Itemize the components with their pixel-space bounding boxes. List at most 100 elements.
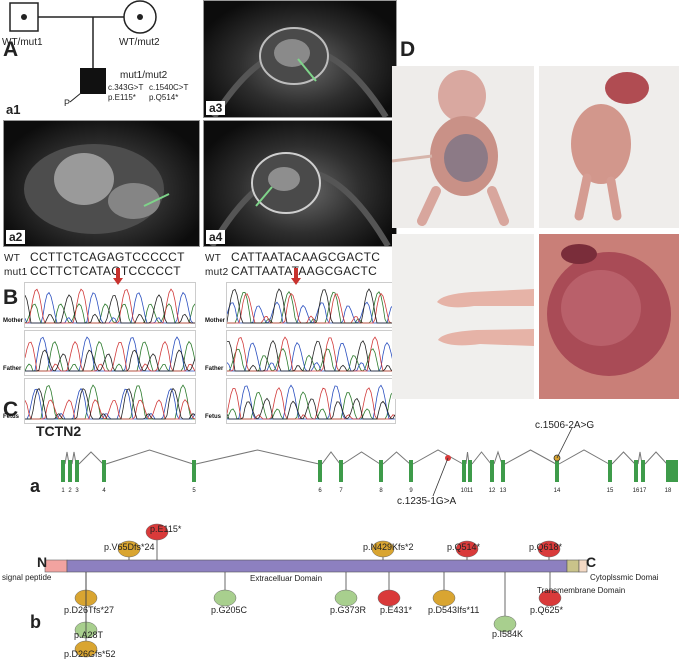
pedigree-proband-mark: P [64, 98, 71, 108]
chromatogram-right-father-label: Father [205, 366, 224, 372]
pedigree-father-carrier-dot [21, 14, 27, 20]
chromatogram-left-father-label: Father [3, 366, 22, 372]
exon-block [68, 460, 72, 482]
fetus-photo-kidney-graphic [547, 244, 671, 376]
pedigree-father-genotype: WT/mut1 [2, 37, 43, 48]
signal-peptide-label: signal peptide [2, 573, 52, 582]
exon-block [102, 460, 106, 482]
chromatogram-left-mother-label: Mother [3, 318, 23, 324]
chromatogram-trace-line [24, 291, 195, 324]
chromatogram-trace-line [227, 336, 395, 372]
chromatogram-left-fetus: Fetus [3, 378, 196, 424]
panel-letter-a: A [3, 38, 19, 61]
intron-line [105, 449, 194, 465]
protein-c-terminus: C [586, 554, 597, 570]
chromatogram-left-mother: Mother [3, 282, 196, 328]
protein-n-terminus: N [37, 554, 48, 570]
exon-block [75, 460, 79, 482]
chromatogram-trace-line [25, 288, 195, 324]
exon-number: 4 [102, 488, 106, 494]
exon-number: 13 [500, 488, 507, 494]
mutation-label-d26gfs: p.D26Gfs*52 [64, 649, 116, 659]
panel-a1-label: a1 [6, 102, 21, 117]
fetus-photo-feet-graphic [437, 289, 534, 346]
intron-line [644, 451, 668, 465]
exon-block [555, 460, 559, 482]
mutation-lollipop [537, 540, 561, 558]
chromatogram-trace-line [226, 387, 396, 420]
seq-left-mut: CCTTCTCATAGTCCCCCT [30, 264, 181, 278]
chromatogram-trace-line [25, 387, 196, 420]
chromatogram-trace-line [226, 391, 396, 420]
exon-block [468, 460, 472, 482]
exon-block [666, 460, 678, 482]
chromatogram-right-father: Father [205, 330, 396, 376]
intron-line [382, 451, 411, 465]
fetus-photo-front-graphic [392, 70, 509, 226]
exon-block [61, 460, 65, 482]
chromatogram-trace-line [25, 349, 196, 372]
chromatogram-trace-line [226, 288, 395, 324]
cytoplasmic-domain-label: Cytoplssmic Domai [590, 573, 659, 582]
mutation-label-e115: p.E115* [150, 524, 182, 534]
seq-left-wt-label: WT [4, 253, 21, 264]
exon-number: 7 [339, 488, 343, 494]
chromatogram-right-mother-graphic [226, 288, 396, 324]
ultrasound-image-a4: a4 [203, 120, 397, 247]
ultrasound-a3-graphic [211, 27, 389, 117]
mutation-arrow-right [291, 268, 301, 285]
pedigree-mut2-cdna: c.1540C>T [149, 83, 189, 92]
intron-line [412, 449, 464, 465]
exon-number: 9 [409, 488, 413, 494]
pedigree-proband-symbol [80, 68, 106, 94]
exon-block [641, 460, 645, 482]
fetus-photo-feet [392, 234, 534, 399]
panel-sublabel-b: b [30, 612, 41, 632]
exon-block [490, 460, 494, 482]
transmembrane-block [566, 559, 580, 573]
chromatogram-right-fetus: Fetus [205, 378, 396, 424]
exon-number: 17 [640, 488, 647, 494]
pedigree-mut2-protein: p.Q514* [149, 93, 179, 102]
mutation-lollipop [117, 540, 141, 558]
exon-number: 10 [461, 488, 468, 494]
exon-number: 2 [68, 488, 72, 494]
seq-left-mut-label: mut1 [4, 267, 28, 278]
panel-letter-b: B [3, 286, 19, 309]
cytoplasmic-block [578, 559, 588, 573]
chromatogram-trace-line [25, 387, 196, 420]
mutation-arrow-left [113, 268, 123, 285]
exon-number: 12 [489, 488, 496, 494]
mutation-lollipop [493, 615, 517, 633]
mutation-lollipop [371, 540, 395, 558]
ultrasound-a4-label: a4 [206, 230, 226, 244]
pedigree-mut1-cdna: c.343G>T [108, 83, 144, 92]
intron-line [504, 449, 557, 465]
mutation-lollipop [213, 589, 237, 607]
mutation-label-q514: p.Q514* [447, 542, 481, 552]
ultrasound-a4-graphic [209, 152, 391, 246]
exon-number: 6 [318, 488, 322, 494]
exon-block [192, 460, 196, 482]
mutation-label-g373r: p.G373R [330, 605, 367, 615]
ultrasound-image-a3: a3 [203, 0, 397, 118]
mutation-lollipop [145, 523, 169, 541]
chromatogram-trace-line [24, 294, 195, 324]
ultrasound-a3-label: a3 [206, 101, 226, 115]
mutation-lollipop [334, 589, 358, 607]
ultrasound-a2-label: a2 [6, 230, 26, 244]
extracellular-domain-label: Extracelluar Domain [250, 574, 323, 583]
intron-line [321, 451, 341, 465]
exon-block [634, 460, 638, 482]
protein-diagram [44, 523, 588, 658]
mutation-label-a28t: p.A28T [74, 630, 104, 640]
splice-mutation-lower: c.1235-1G>A [397, 496, 457, 507]
mutation-lollipop [432, 589, 456, 607]
exon-number: 15 [607, 488, 614, 494]
mutation-label-e431: p.E431* [380, 605, 413, 615]
seq-right-mut: CATTAATATAAGCGACTC [231, 264, 378, 278]
mutation-lollipop [74, 640, 98, 658]
